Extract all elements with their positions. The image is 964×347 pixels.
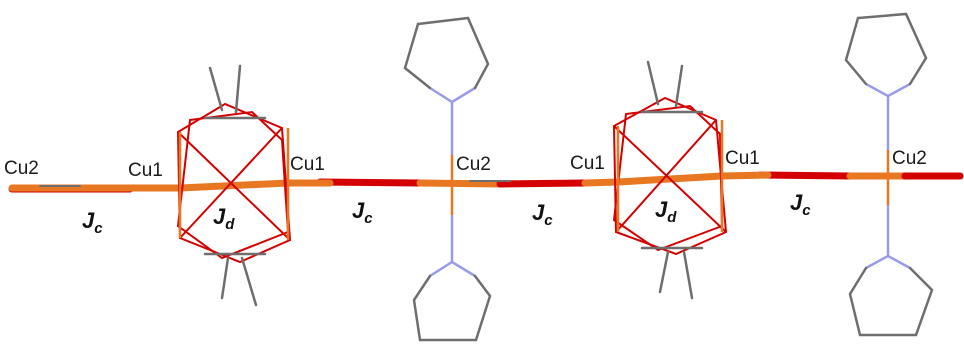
coupling-jd-2-main: J: [655, 197, 668, 222]
coupling-label-jd-1: Jd: [213, 204, 235, 233]
paddlewheel-2-methyl-top-2: [674, 64, 684, 108]
pyrrolidine-bottom-n-bonds: [429, 260, 476, 278]
pyrrolidine-right-top-ring: [844, 12, 928, 86]
paddlewheel-2-methyl-bottom-2: [682, 250, 694, 300]
coupling-jd-1-main: J: [213, 204, 226, 229]
paddlewheel-1: [176, 64, 292, 307]
coupling-jd-1-sub: d: [225, 216, 235, 233]
coupling-jc-2-sub: c: [364, 210, 373, 227]
paddlewheel-2-methyl-bottom-1: [658, 250, 670, 294]
paddlewheel-2-cross-a: [613, 125, 727, 233]
chain-bond-cu2mid-cu1c-red: [496, 179, 589, 188]
atom-label-cu1-c: Cu1: [570, 153, 605, 174]
paddlewheel-1-cross-b: [179, 127, 283, 239]
paddlewheel-1-methyl-top-1: [208, 66, 224, 112]
paddlewheel-1-methyl-top-2: [234, 64, 242, 114]
atom-label-cu2-right: Cu2: [892, 148, 927, 169]
ligand-cu2-mid-top: [403, 16, 490, 183]
chain-bond-cu1d-orange: [718, 171, 772, 180]
coupling-jc-1-sub: c: [94, 220, 103, 237]
coupling-jc-4-sub: c: [802, 202, 811, 219]
pyrrolidine-right-bottom-ring: [848, 266, 934, 337]
atom-label-cu1-a: Cu1: [128, 160, 163, 181]
ligand-cu2-mid-bottom: [412, 184, 492, 342]
paddlewheel-1-methyl-bottom-2: [240, 256, 258, 307]
chain-bond-cu1d-cu2right-red: [756, 171, 854, 180]
pyrrolidine-top-n-bonds: [429, 86, 476, 104]
atom-label-cu2-left: Cu2: [4, 158, 39, 179]
coupling-jc-2-main: J: [352, 198, 365, 223]
coupling-labels: Jc Jd Jc Jc Jd Jc: [82, 190, 811, 237]
chain-backbone: [8, 171, 964, 193]
ligand-cu2-right-top: [844, 12, 928, 176]
pyrrolidine-right-bottom-n-bonds: [865, 254, 911, 270]
chain-bond-cu1b-cu2mid-red: [316, 178, 424, 187]
coupling-jd-2-sub: d: [667, 209, 677, 226]
coupling-label-jc-2: Jc: [352, 198, 373, 227]
chain-bond-cu2mid-orange: [416, 179, 504, 188]
paddlewheel-2-cross-b: [615, 119, 717, 233]
coupling-jc-4-main: J: [790, 190, 803, 215]
atom-label-cu1-d: Cu1: [725, 148, 760, 169]
coupling-label-jc-3: Jc: [532, 200, 553, 229]
paddlewheel-2: [612, 60, 728, 300]
coupling-label-jd-2: Jd: [655, 197, 677, 226]
atom-label-cu2-mid: Cu2: [456, 154, 491, 175]
chain-bond-cu2mid-cu1c-orange: [581, 178, 622, 187]
paddlewheel-2-methyl-top-1: [646, 60, 660, 106]
coupling-jc-3-sub: c: [544, 212, 553, 229]
paddlewheel-1-methyl-bottom-1: [220, 256, 230, 300]
ligand-cu2-right-bottom: [848, 176, 934, 337]
paddlewheel-1-cross-a: [177, 131, 291, 241]
coupling-label-jc-1: Jc: [82, 208, 103, 237]
coupling-jc-1-main: J: [82, 208, 95, 233]
atom-labels: Cu2 Cu1 Cu1 Cu2 Cu1 Cu1 Cu2: [4, 148, 927, 181]
pyrrolidine-top-ring: [403, 16, 490, 90]
coupling-label-jc-4: Jc: [790, 190, 811, 219]
pyrrolidine-right-top-n-bonds: [865, 82, 911, 98]
atom-label-cu1-b: Cu1: [290, 154, 325, 175]
coupling-jc-3-main: J: [532, 200, 545, 225]
pyrrolidine-bottom-ring: [412, 274, 492, 342]
